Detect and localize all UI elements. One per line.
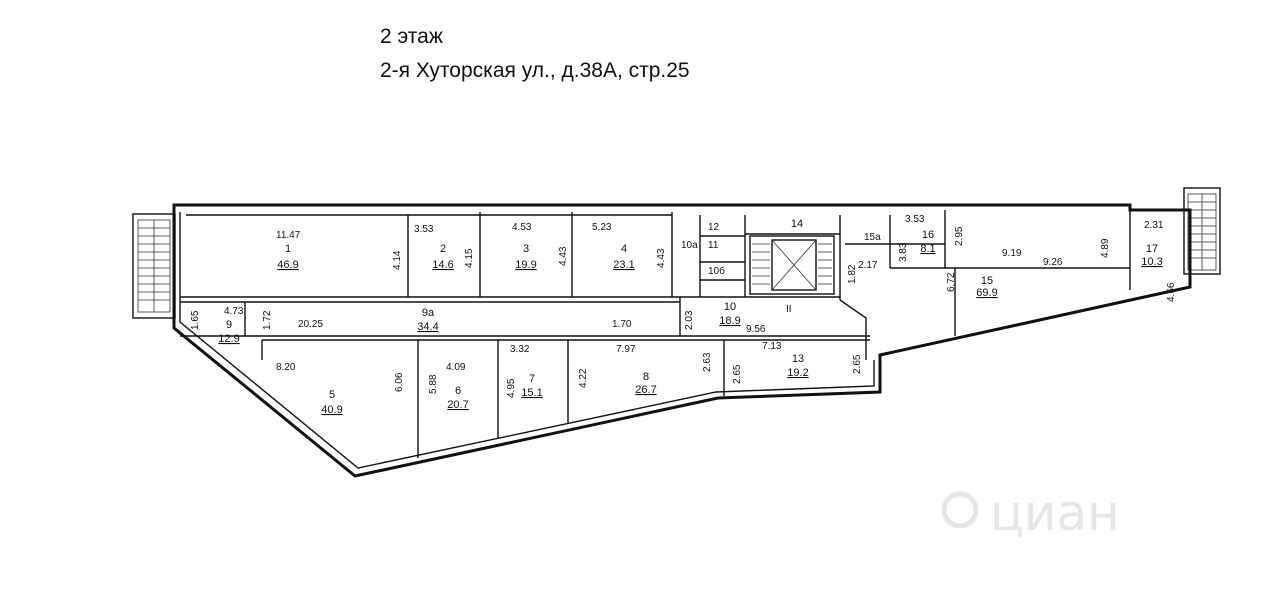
room-2-number: 2 — [440, 243, 446, 255]
room-16-number: 16 — [922, 229, 934, 241]
right-stair — [1183, 187, 1221, 275]
room-4-number: 4 — [621, 243, 627, 255]
address-title: 2-я Хуторская ул., д.38А, стр.25 — [380, 59, 690, 82]
watermark: циан — [941, 484, 1120, 542]
room-9a-number: 9а — [422, 307, 435, 319]
room-15-number: 15 — [981, 275, 993, 287]
dim: 9.26 — [1043, 257, 1063, 268]
stair-mark: II — [786, 304, 792, 315]
room-4-area: 23.1 — [613, 259, 634, 271]
room-5-number: 5 — [329, 389, 335, 401]
dim: 7.13 — [762, 341, 782, 352]
dim: 4.22 — [578, 368, 589, 388]
dim: 3.53 — [905, 214, 925, 225]
room-5-area: 40.9 — [321, 404, 342, 416]
dim: 4.66 — [1166, 282, 1177, 302]
dim: 4.09 — [446, 362, 466, 373]
room-3-number: 3 — [523, 243, 529, 255]
dim: 1.82 — [847, 264, 858, 284]
interior-walls — [180, 210, 1131, 458]
room-13-area: 19.2 — [787, 367, 808, 379]
room-10a-label: 10а — [681, 240, 698, 251]
dim: 20.25 — [298, 319, 323, 330]
svg-text:циан: циан — [990, 484, 1120, 542]
room-10b-label: 10б — [708, 265, 725, 277]
room-12-label: 12 — [708, 222, 720, 233]
dim: 5.23 — [592, 222, 612, 233]
dim: 9.56 — [746, 324, 766, 335]
dim: 6.06 — [394, 372, 405, 392]
dim: 9.19 — [1002, 248, 1022, 259]
dim: 11.47 — [276, 230, 301, 241]
dim: 4.95 — [506, 378, 517, 398]
dim: 1.72 — [262, 310, 273, 330]
dim: 2.63 — [702, 352, 713, 372]
dim: 3.32 — [510, 344, 530, 355]
room-13-number: 13 — [792, 353, 804, 365]
room-8-area: 26.7 — [635, 384, 656, 396]
room-16-area: 8.1 — [920, 243, 935, 255]
dim: 6.72 — [946, 272, 957, 292]
room-2-area: 14.6 — [432, 259, 453, 271]
room-17-area: 10.3 — [1141, 256, 1162, 268]
room-17-number: 17 — [1146, 243, 1158, 255]
room-1-area: 46.9 — [277, 259, 298, 271]
room-15a-label: 15а — [864, 232, 881, 243]
room-7-area: 15.1 — [521, 387, 542, 399]
room-6-number: 6 — [455, 385, 461, 397]
room-9-area: 12.9 — [218, 333, 239, 345]
dimension-labels: 11.47 4.14 3.53 4.15 4.53 4.43 5.23 4.43… — [190, 214, 1177, 398]
outer-walls — [172, 203, 1192, 478]
floor-title: 2 этаж — [380, 25, 443, 48]
room-1-number: 1 — [285, 243, 291, 255]
dim: 3.83 — [898, 242, 909, 262]
dim: 4.14 — [392, 250, 403, 270]
room-14-label: 14 — [791, 218, 803, 230]
dim: 3.53 — [414, 224, 434, 235]
room-10-number: 10 — [724, 301, 736, 313]
dim: 1.65 — [190, 310, 201, 330]
dim: 4.53 — [512, 222, 532, 233]
room-11-label: 11 — [708, 240, 719, 251]
dim: 4.43 — [558, 246, 569, 266]
room-6-area: 20.7 — [447, 399, 468, 411]
room-9a-area: 34.4 — [417, 321, 438, 333]
room-10-area: 18.9 — [719, 315, 740, 327]
dim: 4.73 — [224, 306, 244, 317]
room-3-area: 19.9 — [515, 259, 536, 271]
room-labels: 1 46.9 2 14.6 3 19.9 4 23.1 5 40.9 6 20.… — [218, 218, 1162, 416]
dim: 2.65 — [852, 354, 863, 374]
room-7-number: 7 — [529, 373, 535, 385]
dim: 2.95 — [954, 226, 965, 246]
dim: 1.70 — [612, 319, 632, 330]
dim: 2.65 — [732, 364, 743, 384]
left-stair — [132, 213, 176, 319]
dim: 4.43 — [656, 248, 667, 268]
dim: 8.20 — [276, 362, 296, 373]
room-8-number: 8 — [643, 371, 649, 383]
room-15-area: 69.9 — [976, 287, 997, 299]
dim: 2.17 — [858, 260, 878, 271]
dim: 5.88 — [428, 374, 439, 394]
dim: 7.97 — [616, 344, 636, 355]
dim: 2.31 — [1144, 220, 1164, 231]
dim: 4.15 — [464, 248, 475, 268]
dim: 2.03 — [684, 310, 695, 330]
room-9-number: 9 — [226, 319, 232, 331]
dim: 4.89 — [1100, 238, 1111, 258]
